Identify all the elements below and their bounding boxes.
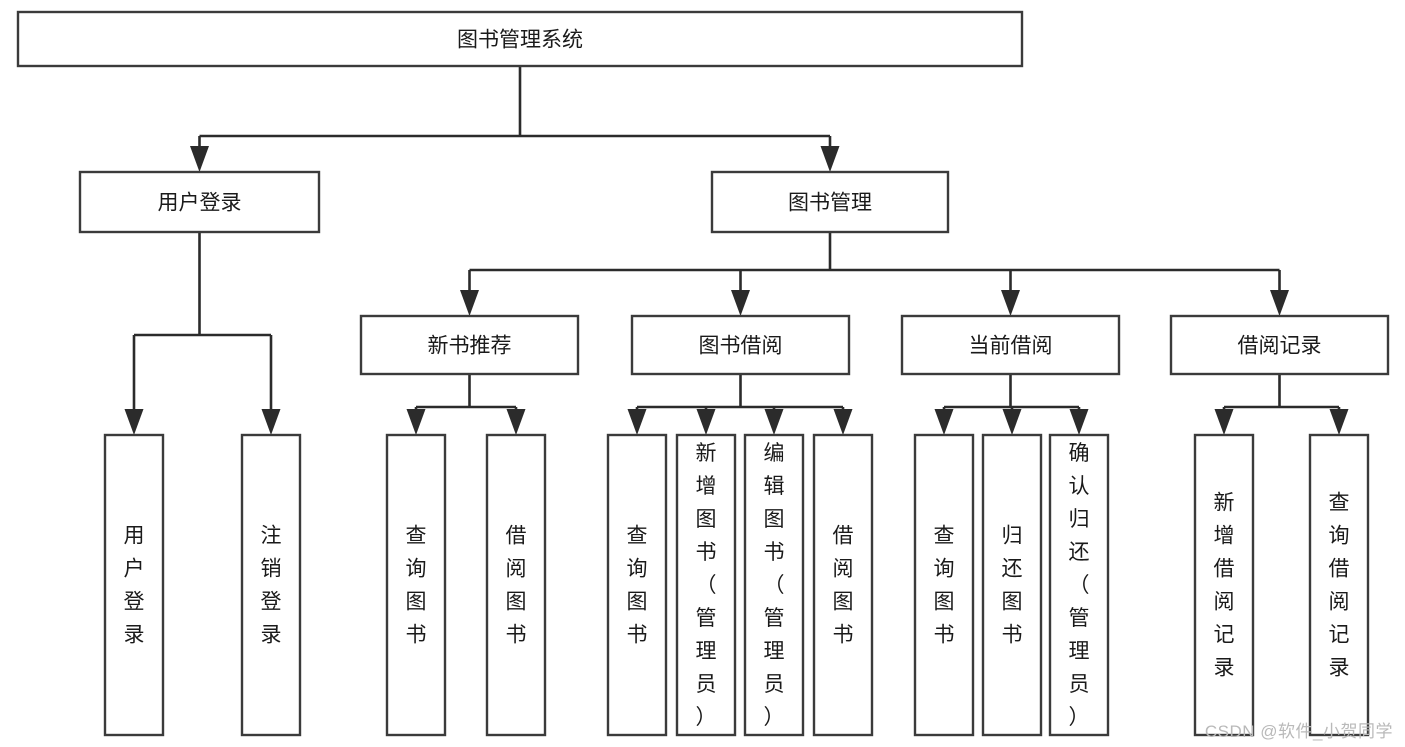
node-label: 借阅图书 [506,524,527,646]
node-label: 用户登录 [158,192,242,215]
node-box [710,170,950,234]
node-label: 新增借阅记录 [1214,491,1235,679]
node-fn-user-logout[interactable]: 注销登录 [240,433,302,737]
connector-layer [124,66,1349,435]
node-box [1169,314,1390,376]
node-borrow-record[interactable]: 借阅记录 [1169,314,1390,376]
node-current-borrow[interactable]: 当前借阅 [900,314,1121,376]
node-box [913,433,975,737]
node-label: 借阅图书 [833,524,854,646]
node-box [630,314,851,376]
node-box [900,314,1121,376]
node-label: 查询借阅记录 [1329,491,1350,679]
node-label: 确认归还（管理员） [1069,442,1090,729]
node-box [103,433,165,737]
node-box [981,433,1043,737]
arrow-head-icon [261,409,281,435]
node-label: 查询图书 [627,524,648,646]
node-fn-borrow-edit-book[interactable]: 编辑图书（管理员） [743,433,805,737]
node-label: 归还图书 [1002,524,1023,646]
node-label: 图书管理 [788,192,872,215]
arrow-head-icon [406,409,426,435]
node-fn-user-login[interactable]: 用户登录 [103,433,165,737]
node-box [743,433,805,737]
node-box [240,433,302,737]
node-label: 查询图书 [406,524,427,646]
node-box [675,433,737,737]
node-fn-borrow-add-book[interactable]: 新增图书（管理员） [675,433,737,737]
node-box [385,433,447,737]
node-box [78,170,321,234]
node-box [485,433,547,737]
arrow-head-icon [627,409,647,435]
arrow-head-icon [1001,290,1020,316]
arrow-head-icon [833,409,853,435]
arrow-head-icon [460,290,479,316]
arrow-head-icon [764,409,784,435]
arrow-head-icon [1069,409,1089,435]
node-layer: 图书管理系统用户登录图书管理新书推荐图书借阅当前借阅借阅记录用户登录注销登录查询… [16,10,1390,737]
arrow-head-icon [190,146,209,172]
node-box [16,10,1024,68]
node-new-book-rec[interactable]: 新书推荐 [359,314,580,376]
arrow-head-icon [1270,290,1289,316]
node-fn-record-query[interactable]: 查询借阅记录 [1308,433,1370,737]
node-box [1308,433,1370,737]
arrow-head-icon [124,409,144,435]
arrow-head-icon [1329,409,1349,435]
node-fn-current-query-book[interactable]: 查询图书 [913,433,975,737]
arrow-head-icon [506,409,526,435]
node-label: 查询图书 [934,524,955,646]
node-box [1048,433,1110,737]
arrow-head-icon [934,409,954,435]
node-fn-current-return-book[interactable]: 归还图书 [981,433,1043,737]
node-box [1193,433,1255,737]
node-box [812,433,874,737]
node-label: 用户登录 [124,524,145,646]
arrow-head-icon [820,146,840,172]
node-label: 编辑图书（管理员） [764,442,785,729]
node-fn-rec-borrow-book[interactable]: 借阅图书 [485,433,547,737]
node-label: 借阅记录 [1238,335,1322,358]
node-box [606,433,668,737]
node-label: 当前借阅 [969,335,1053,358]
node-fn-current-confirm-return[interactable]: 确认归还（管理员） [1048,433,1110,737]
node-box [359,314,580,376]
arrow-head-icon [731,290,750,316]
node-label: 注销登录 [261,524,282,646]
node-fn-borrow-query-book[interactable]: 查询图书 [606,433,668,737]
node-label: 图书管理系统 [457,29,583,52]
node-root[interactable]: 图书管理系统 [16,10,1024,68]
node-fn-rec-query-book[interactable]: 查询图书 [385,433,447,737]
node-label: 图书借阅 [699,335,783,358]
node-fn-record-add[interactable]: 新增借阅记录 [1193,433,1255,737]
node-book-manage[interactable]: 图书管理 [710,170,950,234]
arrow-head-icon [1214,409,1234,435]
node-fn-borrow-borrow-book[interactable]: 借阅图书 [812,433,874,737]
arrow-head-icon [1002,409,1022,435]
node-book-borrow[interactable]: 图书借阅 [630,314,851,376]
arrow-head-icon [696,409,716,435]
node-label: 新增图书（管理员） [696,442,717,729]
node-user-login[interactable]: 用户登录 [78,170,321,234]
node-label: 新书推荐 [428,335,512,358]
